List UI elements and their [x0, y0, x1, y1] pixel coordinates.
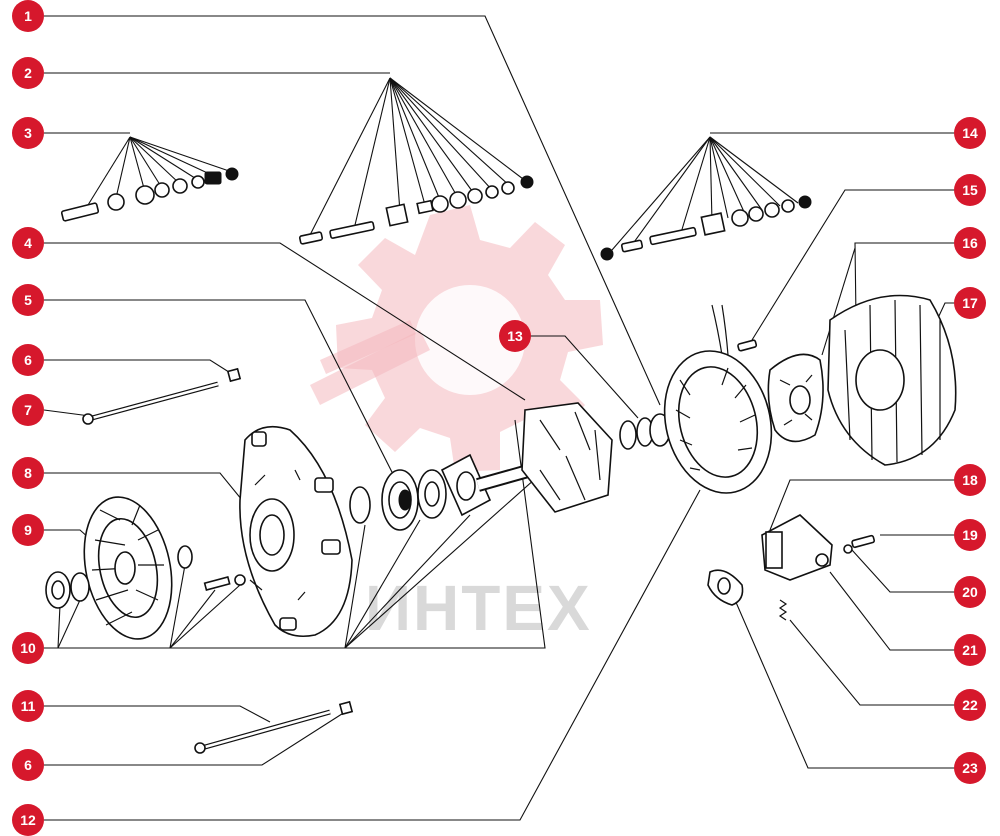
hardware-row-2	[298, 175, 534, 245]
callout-16: 16	[954, 227, 986, 259]
callout-21: 21	[954, 634, 986, 666]
pulley-fan-9	[83, 496, 173, 640]
callout-19: 19	[954, 519, 986, 551]
callout-18-label: 18	[962, 472, 978, 488]
through-bolt-11	[194, 700, 354, 754]
callout-20: 20	[954, 576, 986, 608]
callout-8-label: 8	[24, 465, 32, 481]
bolt-15	[737, 339, 758, 352]
callout-19-label: 19	[962, 527, 978, 543]
pulley-nut-10	[45, 545, 246, 609]
callout-7: 7	[12, 394, 44, 426]
callout-10-label: 10	[20, 640, 36, 656]
callout-5-label: 5	[24, 292, 32, 308]
callout-5: 5	[12, 284, 44, 316]
callout-14-label: 14	[962, 125, 978, 141]
callout-23-label: 23	[962, 760, 978, 776]
callout-13-label: 13	[507, 328, 523, 344]
callout-4: 4	[12, 227, 44, 259]
callout-15-label: 15	[962, 182, 978, 198]
callout-12: 12	[12, 804, 44, 836]
rear-housing-17	[827, 294, 957, 466]
callout-17: 17	[954, 287, 986, 319]
spring-22	[778, 599, 788, 621]
callout-7-label: 7	[24, 402, 32, 418]
callout-20-label: 20	[962, 584, 978, 600]
front-housing-8	[239, 425, 353, 638]
callout-1: 1	[12, 0, 44, 32]
callout-6-second-label: 6	[24, 757, 32, 773]
callout-6-second: 6	[12, 749, 44, 781]
callout-23: 23	[954, 752, 986, 784]
callout-8: 8	[12, 457, 44, 489]
callout-4-label: 4	[24, 235, 32, 251]
callout-11-label: 11	[21, 698, 36, 714]
bearing-retainer-plate	[440, 453, 492, 517]
brush-holder-18	[761, 514, 833, 581]
callout-21-label: 21	[962, 642, 978, 658]
screw-19	[843, 534, 876, 554]
leader-lines	[43, 15, 955, 821]
hardware-row-14	[600, 195, 812, 261]
watermark-text: ИНТЕХ	[365, 572, 592, 644]
callout-11: 11	[12, 690, 44, 722]
through-bolt-7	[82, 367, 242, 425]
callout-12-label: 12	[20, 812, 36, 828]
rectifier-16	[767, 353, 863, 443]
front-bearing-5	[349, 469, 447, 531]
callout-6-label: 6	[24, 352, 32, 368]
callout-15: 15	[954, 174, 986, 206]
callout-3: 3	[12, 117, 44, 149]
callout-9: 9	[12, 514, 44, 546]
callout-1-label: 1	[24, 8, 32, 24]
callout-2-label: 2	[24, 65, 32, 81]
callout-18: 18	[954, 464, 986, 496]
cover-23	[707, 569, 744, 606]
callout-16-label: 16	[962, 235, 978, 251]
hardware-row-3	[60, 167, 239, 222]
callout-14: 14	[954, 117, 986, 149]
callout-3-label: 3	[24, 125, 32, 141]
callout-6: 6	[12, 344, 44, 376]
watermark-gear-icon	[310, 205, 603, 472]
callout-22-label: 22	[962, 697, 978, 713]
callout-2: 2	[12, 57, 44, 89]
callout-9-label: 9	[24, 522, 32, 538]
callout-10: 10	[12, 632, 44, 664]
callout-22: 22	[954, 689, 986, 721]
callout-17-label: 17	[962, 295, 978, 311]
stator-1	[663, 304, 773, 494]
callout-13: 13	[499, 320, 531, 352]
